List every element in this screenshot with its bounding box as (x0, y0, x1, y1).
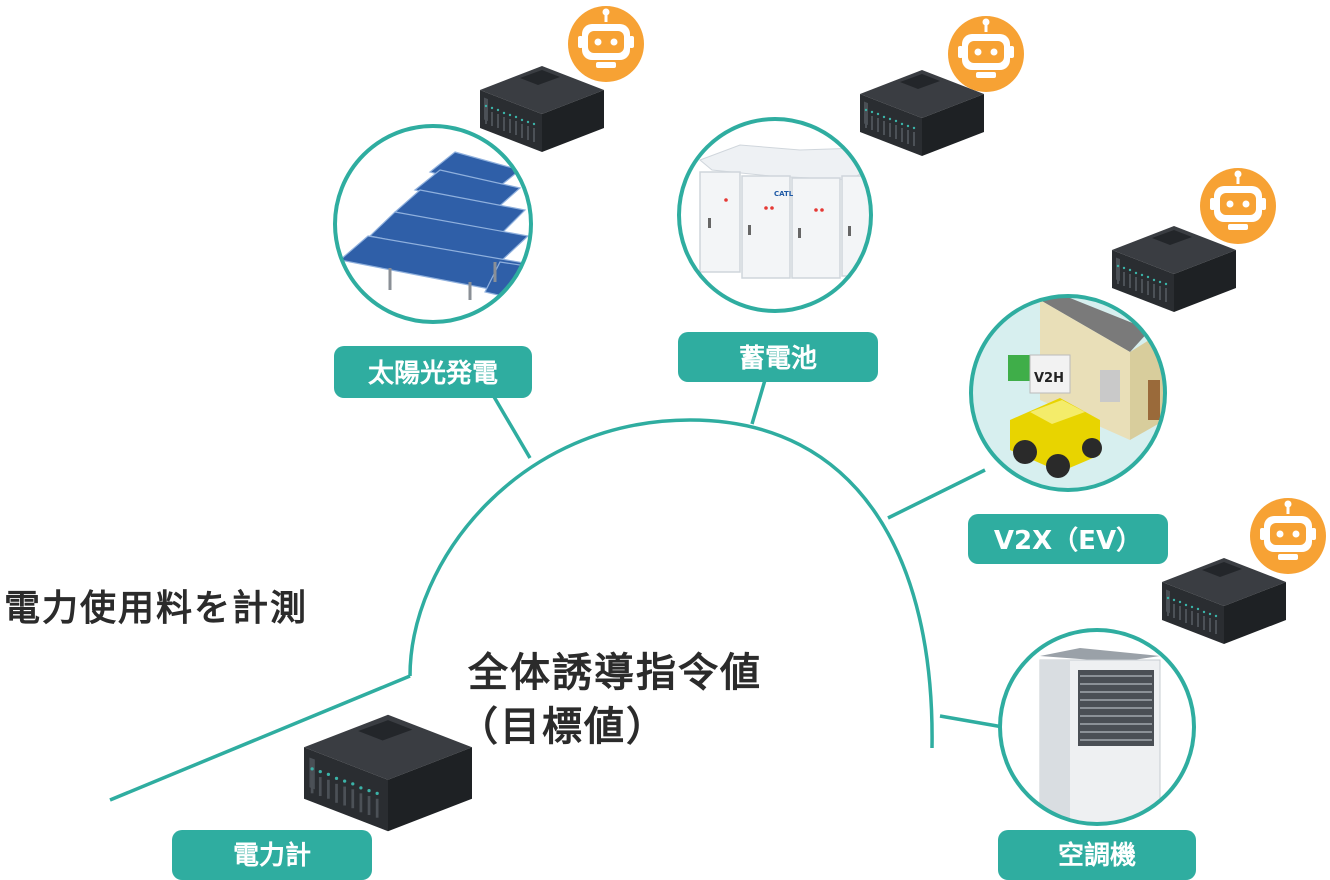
solar-panel-icon (333, 124, 533, 324)
battery-connector (750, 379, 767, 425)
aircon-node: 空調機 (998, 496, 1328, 880)
center-title-line2: （目標値） (458, 704, 668, 750)
central-arc (408, 418, 934, 749)
air-conditioner-icon (998, 628, 1196, 826)
battery-node: CATL 蓄電池 (677, 14, 1026, 382)
solar-server-box-icon (480, 66, 604, 152)
aircon-server-box-icon (1162, 558, 1286, 644)
v2x-node: V2H V2X（EV） (968, 166, 1278, 564)
aircon-label-pill (998, 830, 1196, 880)
aircon-robot-icon (1248, 496, 1328, 576)
solar-label: 太陽光発電 (368, 359, 498, 389)
meter-connector (109, 674, 411, 802)
solar-node: 太陽光発電 (333, 4, 646, 398)
solar-robot-icon (566, 4, 646, 84)
battery-robot-icon (946, 14, 1026, 94)
meter-label-pill (172, 830, 372, 880)
aircon-connector (939, 714, 1004, 729)
solar-label-pill (334, 346, 532, 398)
battery-label: 蓄電池 (739, 344, 817, 374)
v2x-robot-icon (1198, 166, 1278, 246)
v2h-text: V2H (1034, 371, 1064, 386)
solar-connector (488, 389, 532, 459)
battery-label-pill (678, 332, 878, 382)
v2x-server-box-icon (1112, 226, 1236, 312)
power-meter-icon (304, 714, 472, 832)
connectors (109, 379, 1004, 802)
center-title-line1: 全体誘導指令値 (467, 650, 762, 696)
v2x-label-pill (968, 514, 1168, 564)
meter-node: 電力計 (172, 714, 472, 880)
house-ev-icon: V2H (969, 294, 1167, 492)
measure-caption: 電力使用料を計測 (4, 588, 308, 629)
aircon-label: 空調機 (1058, 840, 1136, 871)
meter-label: 電力計 (233, 840, 311, 871)
battery-cabinet-icon: CATL (677, 117, 873, 313)
v2x-label: V2X（EV） (994, 526, 1142, 556)
v2x-connector (887, 468, 986, 520)
battery-brand: CATL (774, 190, 794, 198)
